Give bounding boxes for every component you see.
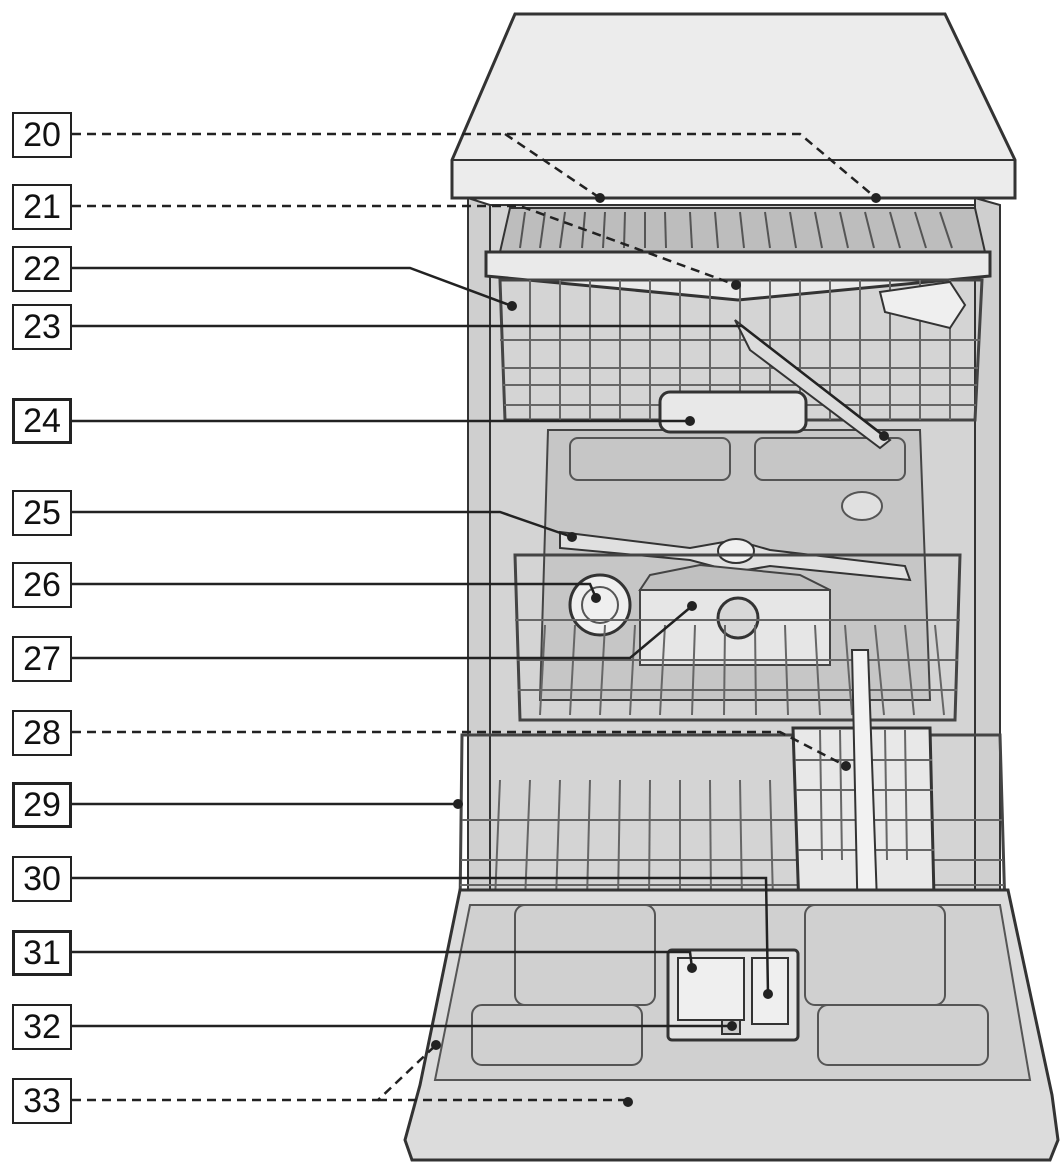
worktop <box>450 12 1017 200</box>
filter-cylinder <box>716 596 760 640</box>
leader-dot-26 <box>591 593 601 603</box>
callout-27: 27 <box>12 636 72 682</box>
leader-line-23 <box>72 324 885 437</box>
door-panel-bottom-right <box>817 1004 989 1066</box>
callout-25-number: 25 <box>23 493 61 532</box>
callout-21: 21 <box>12 184 72 230</box>
callout-31-number: 31 <box>23 933 61 972</box>
leader-dot-24 <box>685 416 695 426</box>
callout-30-number: 30 <box>23 859 61 898</box>
callout-20: 20 <box>12 112 72 158</box>
callout-22-number: 22 <box>23 249 61 288</box>
leader-dot-20 <box>871 193 881 203</box>
leader-dot-20 <box>595 193 605 203</box>
callout-27-number: 27 <box>23 639 61 678</box>
leader-line-21 <box>72 204 737 287</box>
callout-20-number: 20 <box>23 115 61 154</box>
leader-line-20 <box>504 132 601 200</box>
leader-lines <box>72 132 889 1107</box>
callout-29: 29 <box>12 782 72 828</box>
leader-dot-33 <box>623 1097 633 1107</box>
lower-basket <box>513 553 962 722</box>
leader-line-26 <box>72 582 598 599</box>
callout-31: 31 <box>12 930 72 976</box>
callout-32: 32 <box>12 1004 72 1050</box>
callout-28-number: 28 <box>23 713 61 752</box>
callout-32-number: 32 <box>23 1007 61 1046</box>
leader-dot-21 <box>731 280 741 290</box>
leader-dot-25 <box>567 532 577 542</box>
leader-dot-22 <box>507 301 517 311</box>
callout-23: 23 <box>12 304 72 350</box>
leader-line-25 <box>72 510 573 539</box>
cutlery-drawer-tines <box>519 211 953 249</box>
back-wall-panel-left <box>569 437 731 481</box>
leader-line-27 <box>72 605 693 660</box>
cabinet-right-wall <box>974 196 1001 891</box>
leader-dot-28 <box>841 761 851 771</box>
cabinet-left-wall <box>467 196 491 891</box>
back-wall-panel-right <box>754 437 906 481</box>
callout-25: 25 <box>12 490 72 536</box>
tub-vent <box>841 491 883 521</box>
lower-basket-wires <box>515 619 960 716</box>
door-panel-bottom-left <box>471 1004 643 1066</box>
callout-26-number: 26 <box>23 565 61 604</box>
leader-line-28 <box>72 730 847 768</box>
leader-line-22 <box>72 266 513 308</box>
upper-basket-handle <box>658 390 808 434</box>
callout-24-number: 24 <box>23 401 61 440</box>
callout-24: 24 <box>12 398 72 444</box>
upper-basket <box>498 278 984 422</box>
leader-dot-30 <box>763 989 773 999</box>
leader-dot-23 <box>879 431 889 441</box>
leader-dot-33 <box>431 1040 441 1050</box>
callout-33: 33 <box>12 1078 72 1124</box>
leader-dot-32 <box>727 1021 737 1031</box>
callout-26: 26 <box>12 562 72 608</box>
leader-line-30 <box>72 876 770 995</box>
spray-arm-hub <box>717 538 755 564</box>
callout-23-number: 23 <box>23 307 61 346</box>
callout-33-number: 33 <box>23 1081 61 1120</box>
cutlery-drawer-front <box>484 250 992 302</box>
leader-dot-29 <box>453 799 463 809</box>
callout-22: 22 <box>12 246 72 292</box>
leader-dot-31 <box>687 963 697 973</box>
callout-29-number: 29 <box>23 785 61 824</box>
filter-screen <box>638 563 831 591</box>
leader-line-33 <box>72 1044 437 1102</box>
leader-line-31 <box>72 950 694 969</box>
callout-21-number: 21 <box>23 187 61 226</box>
upper-basket-rack-item <box>878 280 967 330</box>
callout-30: 30 <box>12 856 72 902</box>
leader-line-20 <box>72 132 877 199</box>
callout-28: 28 <box>12 710 72 756</box>
leader-dot-27 <box>687 601 697 611</box>
